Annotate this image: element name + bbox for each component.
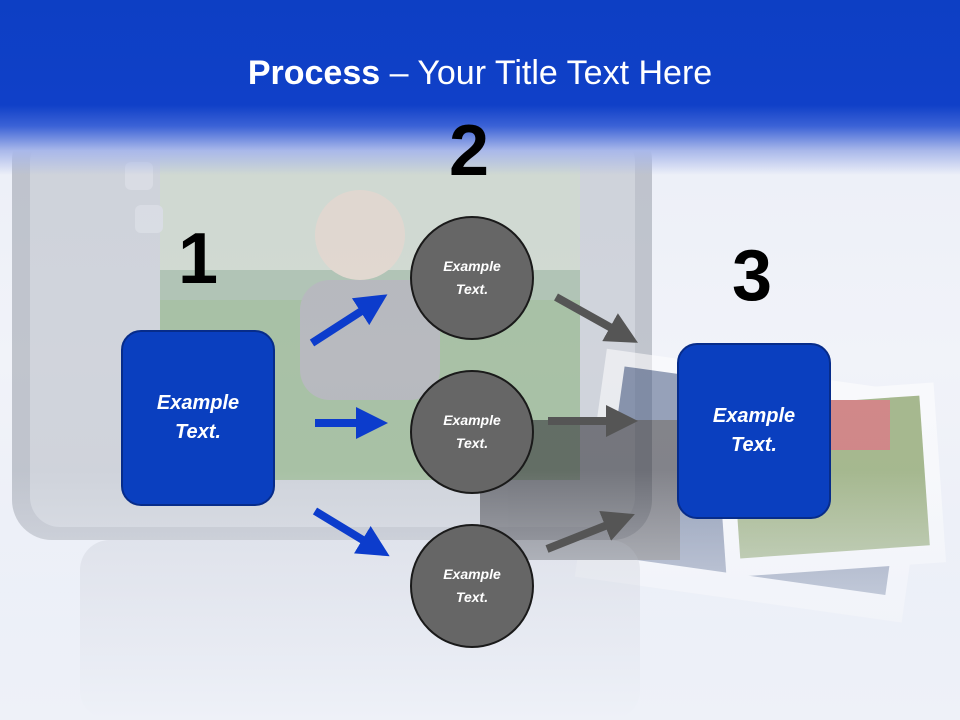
step-2-circle-middle: Example Text. [410, 370, 534, 494]
arrow-blue-up [309, 294, 388, 347]
step-1-box: Example Text. [121, 330, 275, 506]
arrow-gray-up [545, 511, 635, 553]
title-bold: Process [247, 54, 381, 92]
title-bar [0, 0, 960, 175]
step-number-1: 1 [178, 219, 219, 299]
step-number-2: 2 [449, 111, 490, 191]
step-2-circle-top: Example Text. [410, 216, 534, 340]
arrow-gray-down [554, 293, 638, 343]
step-2-circle-bottom: Example Text. [410, 524, 534, 648]
step-number-3: 3 [732, 236, 773, 316]
title-rest: – Your Title Text Here [380, 54, 713, 92]
step-3-box: Example Text. [677, 343, 831, 519]
arrow-blue-down [312, 507, 390, 557]
page-title: Process – Your Title Text Here [0, 54, 960, 93]
